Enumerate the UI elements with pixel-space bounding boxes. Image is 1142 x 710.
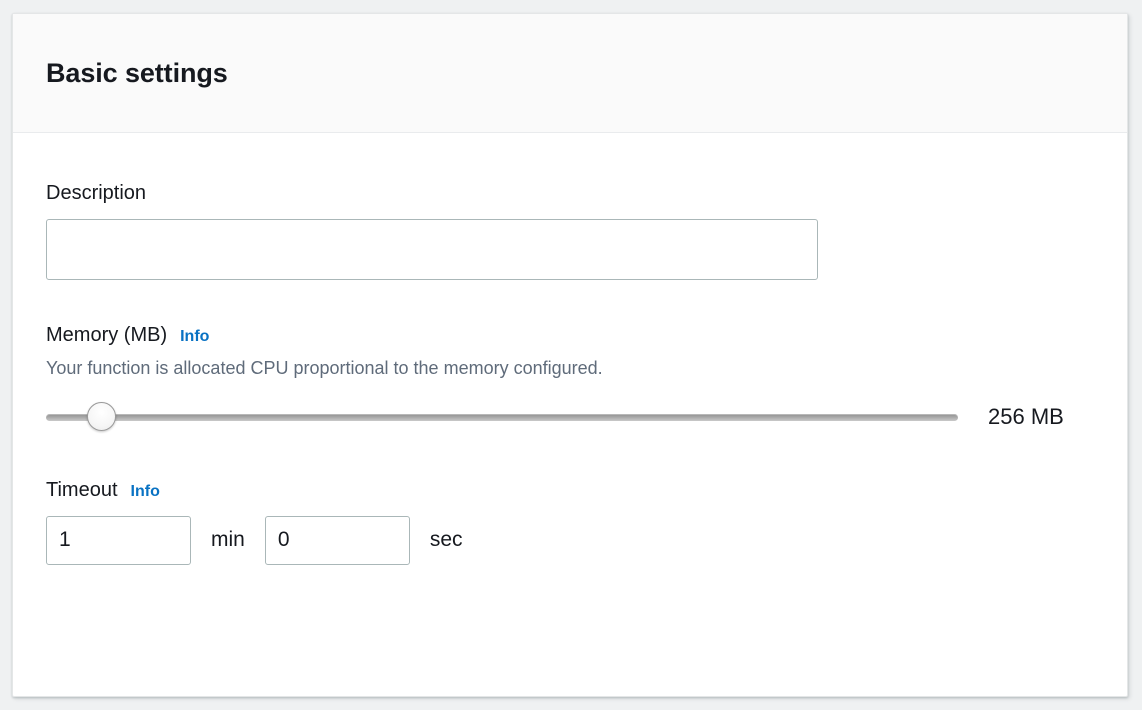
timeout-minutes-unit: min bbox=[211, 528, 245, 551]
timeout-minutes-input[interactable] bbox=[46, 515, 191, 565]
description-label: Description bbox=[46, 182, 147, 204]
card-body: Description Memory (MB) Info Your functi… bbox=[13, 133, 1127, 565]
timeout-label: Timeout bbox=[46, 478, 118, 501]
memory-field: Memory (MB) Info Your function is alloca… bbox=[46, 323, 1094, 432]
memory-label: Memory (MB) bbox=[46, 324, 168, 346]
timeout-label-row: Timeout Info bbox=[46, 478, 1094, 502]
memory-value-text: 256 MB bbox=[988, 403, 1064, 429]
memory-info-link[interactable]: Info bbox=[180, 328, 210, 345]
timeout-info-link[interactable]: Info bbox=[130, 482, 160, 500]
description-input[interactable] bbox=[46, 219, 818, 280]
timeout-inputs-row: min sec bbox=[46, 515, 1094, 565]
timeout-seconds-input[interactable] bbox=[264, 515, 410, 565]
page-title: Basic settings bbox=[46, 57, 228, 88]
memory-slider[interactable] bbox=[46, 401, 958, 432]
slider-track[interactable] bbox=[46, 413, 958, 421]
timeout-field: Timeout Info min sec bbox=[46, 478, 1094, 565]
description-field: Description bbox=[46, 181, 1094, 280]
description-label-row: Description bbox=[46, 181, 1094, 205]
timeout-seconds-unit: sec bbox=[429, 528, 463, 551]
basic-settings-card: Basic settings Description Memory (MB) I… bbox=[12, 13, 1128, 697]
memory-hint: Your function is allocated CPU proportio… bbox=[46, 358, 603, 378]
memory-label-row: Memory (MB) Info bbox=[46, 323, 1094, 347]
slider-thumb[interactable] bbox=[86, 401, 116, 431]
card-header: Basic settings bbox=[13, 14, 1127, 133]
memory-slider-row: 256 MB bbox=[46, 401, 1094, 432]
